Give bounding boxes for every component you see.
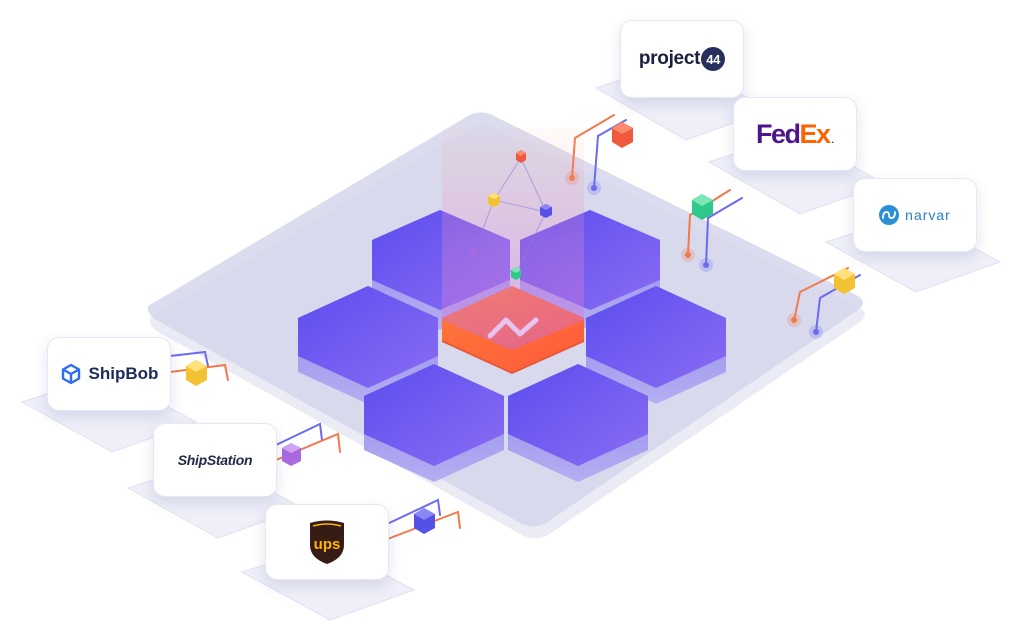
cube — [471, 247, 477, 256]
cube — [186, 360, 207, 386]
ups-wordmark: ups — [314, 536, 341, 553]
cube — [282, 443, 301, 466]
hex-tile — [508, 364, 648, 482]
project44-badge: 44 — [701, 47, 726, 71]
data-beam — [442, 128, 584, 350]
fedex-logo: FedEx. — [756, 119, 834, 150]
cube — [414, 508, 435, 534]
connector-cubes — [186, 122, 855, 534]
partner-card-fedex[interactable]: FedEx. — [733, 97, 857, 171]
partner-card-shipstation[interactable]: ShipStation — [153, 423, 277, 497]
partner-card-narvar[interactable]: narvar — [853, 178, 977, 252]
fedex-ex-text: Ex — [799, 118, 831, 149]
shipbob-wordmark: ShipBob — [88, 364, 159, 383]
fedex-fed-text: Fed — [755, 118, 801, 149]
project44-logo: project 44 — [638, 47, 726, 71]
shipbob-logo: ShipBob — [60, 363, 159, 385]
cube — [612, 122, 633, 148]
narvar-wordmark: narvar — [905, 207, 951, 223]
hex-tile — [298, 286, 438, 404]
cube — [516, 150, 526, 163]
beam-cubes — [471, 150, 552, 280]
project44-wordmark: project — [638, 48, 701, 69]
fedex-dot: . — [831, 134, 835, 145]
cube — [834, 268, 855, 294]
partner-card-ups[interactable]: ups — [265, 504, 389, 580]
hex-tile — [586, 286, 726, 404]
shipbob-box-icon — [61, 363, 80, 385]
cube — [488, 193, 500, 207]
partner-card-project44[interactable]: project 44 — [620, 20, 744, 98]
cube — [692, 194, 713, 220]
shipstation-logo: ShipStation — [177, 452, 253, 468]
narvar-mark-icon — [879, 205, 900, 225]
hex-tile — [364, 364, 504, 482]
cube — [540, 204, 552, 218]
cube — [511, 267, 521, 280]
partner-card-shipbob[interactable]: ShipBob — [47, 337, 171, 411]
ups-shield-icon: ups — [310, 520, 344, 564]
narvar-logo: narvar — [879, 205, 951, 225]
